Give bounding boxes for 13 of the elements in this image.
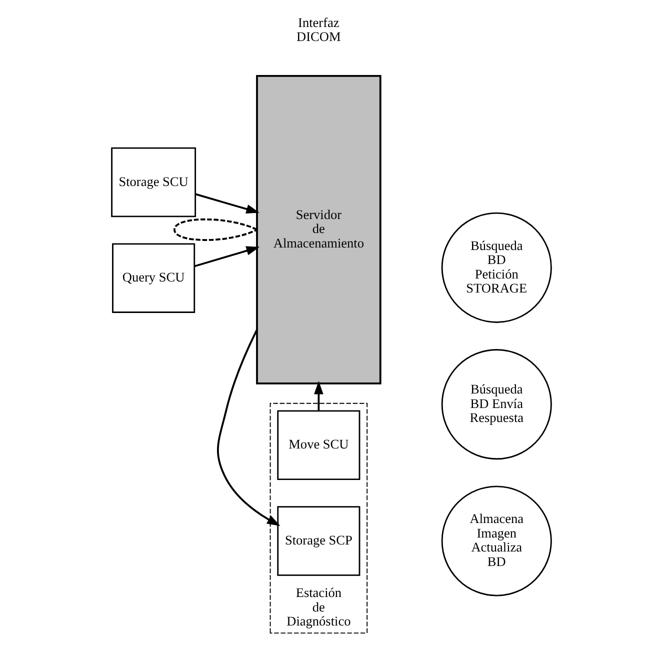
node-circle: Búsqueda BD Envía Respuesta xyxy=(440,349,552,460)
node-box: Move SCU xyxy=(276,410,360,480)
node-box: Servidor de Almacenamiento xyxy=(256,75,381,384)
arrow xyxy=(194,246,260,268)
arrow xyxy=(314,380,323,411)
node-circle: Almacena Imagen Actualiza BD xyxy=(440,486,552,596)
label: Interfaz DICOM xyxy=(296,14,340,44)
arrow xyxy=(194,193,260,214)
node-box: Storage SCU xyxy=(110,147,196,218)
arrow xyxy=(216,329,280,526)
node-box: Storage SCP xyxy=(276,506,360,576)
node-box: Query SCU xyxy=(112,243,195,313)
node-circle: Búsqueda BD Petición STORAGE xyxy=(440,212,552,323)
